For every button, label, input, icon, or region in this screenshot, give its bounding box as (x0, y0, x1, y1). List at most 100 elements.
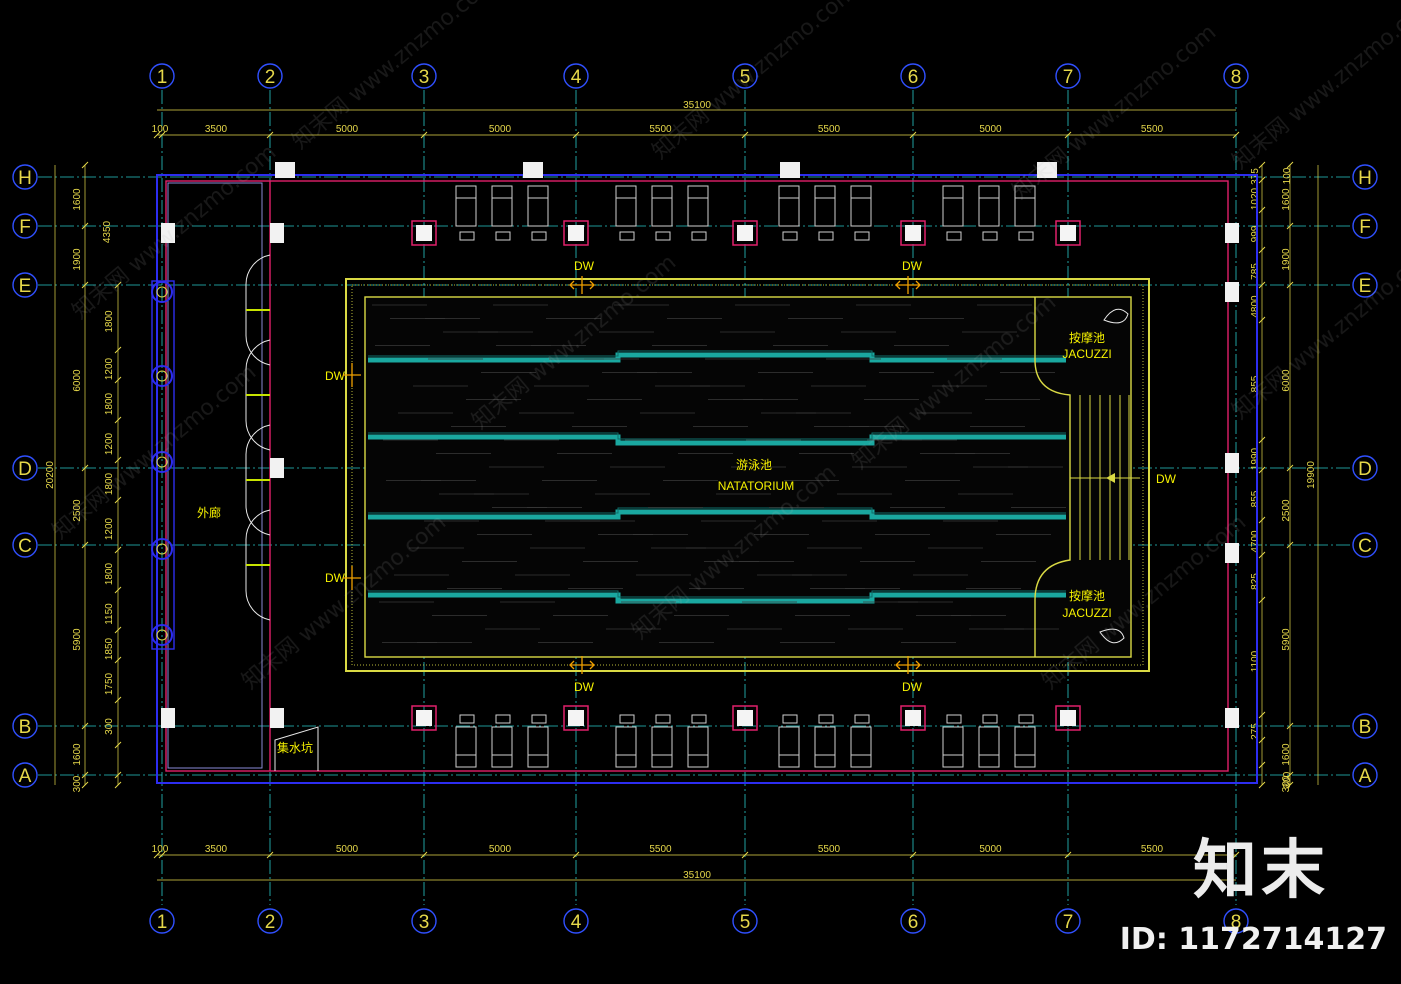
dim-value: 3500 (205, 124, 228, 135)
dim-tick (1286, 722, 1294, 730)
dim-value: 1750 (104, 672, 115, 695)
lounger (491, 726, 513, 768)
lane-line (368, 509, 1066, 520)
wall-column (1225, 453, 1239, 473)
lounger (850, 185, 872, 227)
column-core (737, 710, 753, 726)
dim-total: 35100 (683, 100, 711, 111)
dim-tick (1258, 436, 1266, 444)
dim-value: 4800 (1250, 295, 1261, 318)
window-column (1037, 162, 1057, 178)
dim-value: 1100 (1250, 650, 1261, 672)
dim-value: 5500 (818, 844, 841, 855)
dim-tick (1258, 281, 1266, 289)
colonnade-column (151, 451, 173, 473)
grid-label: F (19, 217, 31, 238)
drain-marker (343, 363, 361, 387)
lounger (455, 726, 477, 768)
grid-bubble (12, 272, 38, 298)
dim-tick (1258, 781, 1266, 789)
side-table (495, 231, 511, 241)
dim-value: 300 (72, 775, 83, 792)
grid-label: A (19, 766, 32, 787)
dim-tick (909, 131, 917, 139)
column (1055, 220, 1081, 246)
grid-bubble (411, 63, 437, 89)
dim-tick (1232, 131, 1240, 139)
grid-label: 5 (740, 67, 751, 88)
side-table (691, 231, 707, 241)
dim-tick (1064, 851, 1072, 859)
side-table (1018, 231, 1034, 241)
dim-value: 5500 (649, 844, 672, 855)
grid-bubble (1055, 908, 1081, 934)
side-table (782, 231, 798, 241)
grid-label: D (1358, 459, 1372, 480)
dim-value: 1800 (104, 472, 115, 495)
drain-marker (569, 276, 595, 294)
lounger (814, 726, 836, 768)
column (411, 705, 437, 731)
dim-tick (1286, 161, 1294, 169)
dim-tick (114, 586, 122, 594)
lane-line (368, 434, 1066, 446)
grid-label: 8 (1231, 67, 1242, 88)
dim-tick (1258, 176, 1266, 184)
side-table (459, 231, 475, 241)
wall-column (270, 708, 284, 728)
grid-bubble (149, 63, 175, 89)
column-core (568, 225, 584, 241)
pool-lanes (368, 304, 1066, 643)
wall-column (270, 223, 284, 243)
dim-value: 2500 (1281, 499, 1292, 522)
wall-column (1225, 282, 1239, 302)
watermark-id: ID: 1172714127 (1119, 922, 1387, 957)
dim-value: 4700 (1250, 530, 1261, 553)
grid-bubble (1223, 908, 1249, 934)
grid-bubble (1352, 762, 1378, 788)
dim-tick (114, 346, 122, 354)
dim-tick (81, 464, 89, 472)
grid-label: H (18, 168, 32, 189)
column-core (1060, 710, 1076, 726)
side-table (946, 231, 962, 241)
grid-bubble (12, 713, 38, 739)
dim-tick (1258, 551, 1266, 559)
lounger (978, 726, 1000, 768)
window-column (523, 162, 543, 178)
grid-bubble (1352, 272, 1378, 298)
grid-label: D (18, 459, 32, 480)
dim-tick (1258, 711, 1266, 719)
lounger (615, 726, 637, 768)
watermark-text: 知末网 www.znzmo.com (1228, 0, 1401, 175)
grid-bubble (1352, 213, 1378, 239)
colonnade-column-core (156, 370, 168, 382)
dim-tick (741, 131, 749, 139)
dim-tick (81, 281, 89, 289)
dw-label: DW (902, 680, 923, 694)
lounger (687, 185, 709, 227)
side-table (854, 231, 870, 241)
grid-bubble (12, 213, 38, 239)
dim-tick (266, 851, 274, 859)
grid-bubble (900, 63, 926, 89)
wall-column (1225, 223, 1239, 243)
grid-bubble (1352, 532, 1378, 558)
grid-bubble (1352, 713, 1378, 739)
door-swing (245, 565, 271, 621)
dim-tick (114, 656, 122, 664)
grid-label: 2 (265, 67, 276, 88)
side-table (531, 714, 547, 724)
lounger (814, 185, 836, 227)
dim-tick (572, 131, 580, 139)
dim-value: 1600 (1281, 188, 1292, 211)
grid-bubble (1055, 63, 1081, 89)
dim-value: 300 (104, 718, 115, 735)
column-core (416, 225, 432, 241)
watermark-text: 知末网 www.znzmo.com (648, 0, 861, 165)
dim-tick (1258, 161, 1266, 169)
grid-label: 6 (908, 67, 919, 88)
pool-label-en: NATATORIUM (718, 479, 794, 493)
structural-columns (151, 162, 1239, 731)
